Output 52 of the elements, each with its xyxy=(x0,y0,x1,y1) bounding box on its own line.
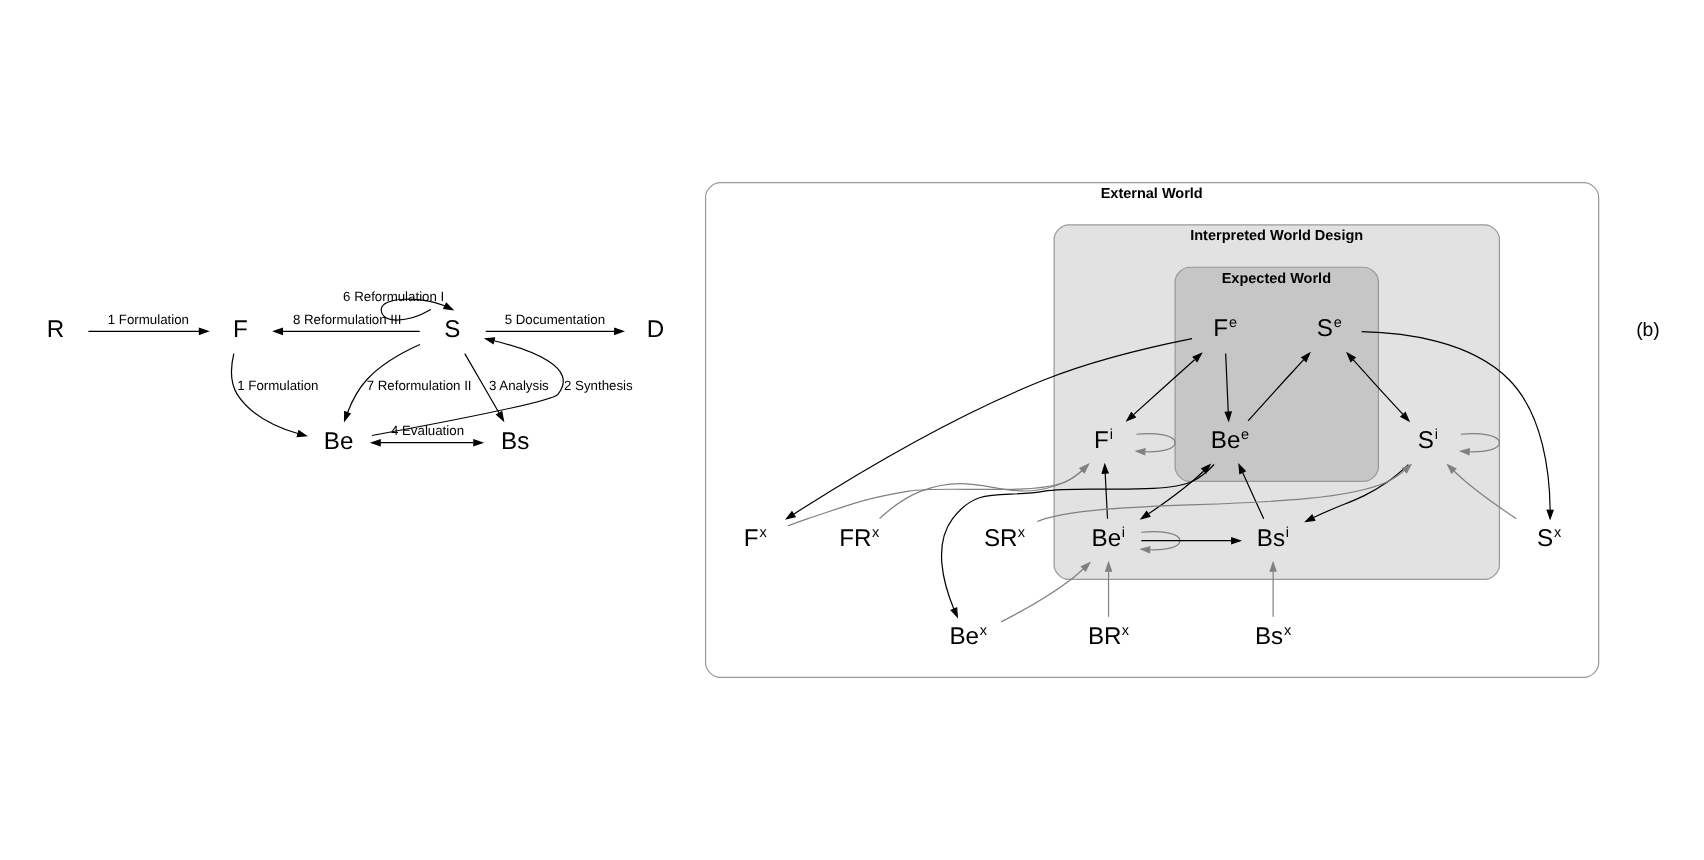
node-text: Be$^{e}$ xyxy=(1210,424,1250,454)
node-text: D xyxy=(646,315,665,344)
arrow xyxy=(369,438,485,447)
arrow xyxy=(784,337,1193,520)
node-text: S xyxy=(444,315,461,344)
arrow xyxy=(1458,433,1501,456)
node-text: S$^{x}$ xyxy=(1536,522,1562,552)
node-text: F$^{i}$ xyxy=(1094,424,1114,454)
arrow xyxy=(1104,560,1113,618)
arrow xyxy=(1304,464,1409,523)
node-text: S$^{e}$ xyxy=(1316,313,1342,343)
node-text: F xyxy=(233,315,248,344)
arrow xyxy=(1238,463,1265,520)
arrow xyxy=(1446,463,1517,520)
arrow xyxy=(380,298,455,321)
arrow xyxy=(272,327,421,336)
arrow xyxy=(787,463,1090,527)
node-text: R xyxy=(46,315,65,344)
arrow xyxy=(1134,433,1176,456)
node-text: Bs$^{x}$ xyxy=(1254,620,1292,650)
arrow xyxy=(343,343,421,423)
arrow xyxy=(1361,331,1554,521)
node-text: BR$^{x}$ xyxy=(1087,620,1130,650)
node-text: Bs$^{i}$ xyxy=(1256,522,1290,552)
node-text: S$^{i}$ xyxy=(1417,424,1438,454)
arrow xyxy=(878,463,1090,520)
arrow xyxy=(1139,463,1212,520)
arrow xyxy=(1224,352,1233,423)
arrow xyxy=(87,327,210,336)
arrow xyxy=(1000,561,1091,623)
arrow xyxy=(1140,536,1242,545)
arrow xyxy=(940,463,1215,619)
node-text: F$^{e}$ xyxy=(1213,313,1238,343)
label: (b) xyxy=(1636,319,1660,342)
arrow xyxy=(1139,531,1181,554)
arrow xyxy=(371,337,564,437)
node-text: F$^{x}$ xyxy=(743,522,767,552)
node-text: SR$^{x}$ xyxy=(983,522,1026,552)
arrow xyxy=(464,352,505,423)
arrow xyxy=(1101,462,1110,520)
node-text: Be xyxy=(323,426,354,455)
node-text: FR$^{x}$ xyxy=(839,522,880,552)
arrow xyxy=(1036,463,1413,523)
arrow xyxy=(485,327,625,336)
arrow xyxy=(1125,352,1203,422)
arrow xyxy=(230,353,308,438)
arrow xyxy=(1269,560,1277,618)
node-text: Be$^{i}$ xyxy=(1091,522,1126,552)
node-text: Bs xyxy=(501,426,530,455)
node-text: Be$^{x}$ xyxy=(949,620,987,650)
arrow xyxy=(1247,351,1311,422)
arrow xyxy=(1346,351,1411,423)
